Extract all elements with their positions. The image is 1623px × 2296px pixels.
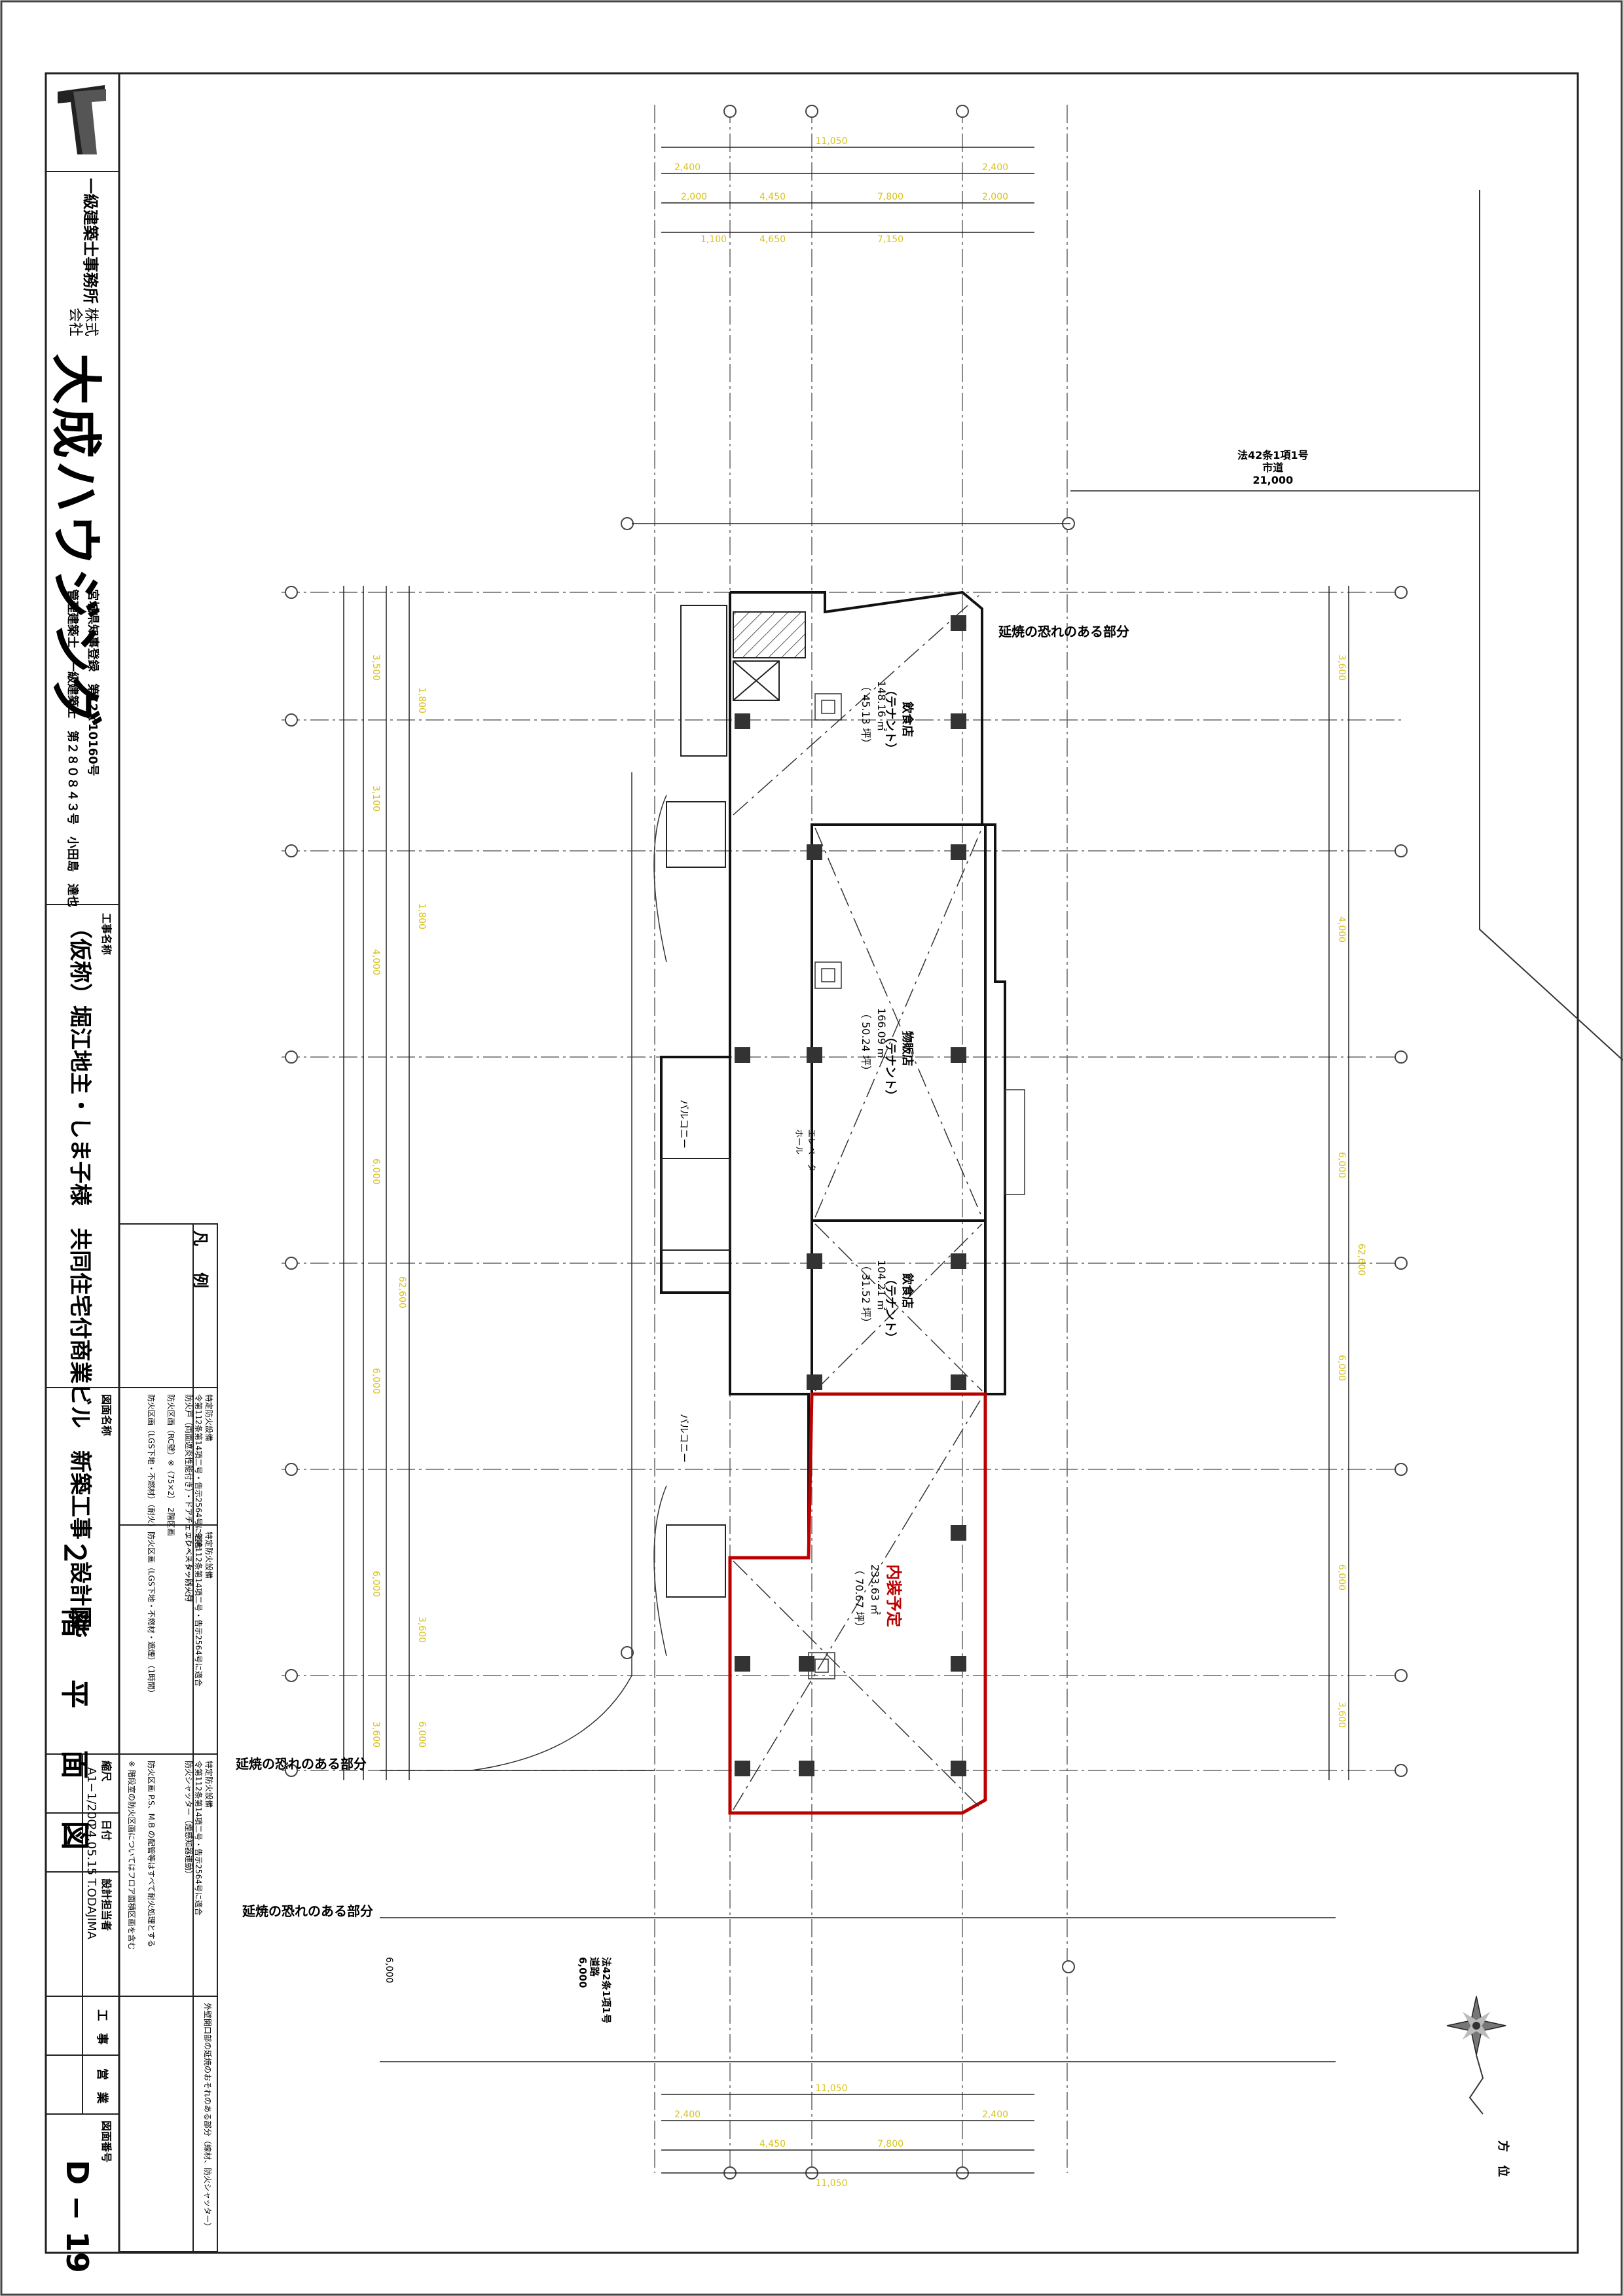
- firm-kind: 株式 会社: [66, 308, 99, 337]
- balcony-curves: [471, 772, 667, 1771]
- dim-left-overall: 62,600: [397, 1276, 407, 1308]
- axis-bubbles: [285, 105, 1408, 2179]
- dim-bottom-left: 2,400: [674, 2109, 701, 2120]
- planned-finish-area-outline: [728, 1392, 987, 1815]
- dim-bottom2-c: 7,800: [877, 2139, 903, 2149]
- dim-left-10: 6,000: [416, 1721, 427, 1748]
- dim-right-overall: 62,600: [1356, 1244, 1366, 1276]
- dim-right-0: 3,600: [1336, 655, 1347, 681]
- legend-note-2: 外壁開口部の延焼のおそれのある部分（線材、防火シャッター）: [203, 2003, 212, 2231]
- dim-right-2: 6,000: [1336, 1152, 1347, 1178]
- dim-left-8: 1,800: [416, 903, 427, 929]
- legend-row-6: 防火区画（LGS下地・不燃材・遮煙）（1時間）: [147, 1532, 156, 1698]
- right-dimension-labels: 3,600 4,000 6,000 6,000 6,000 3,600 62,6…: [1336, 655, 1366, 1728]
- legend-title: 凡 例: [191, 1230, 210, 1293]
- designer-value: T.ODAJIMA: [84, 1878, 98, 1940]
- canopy: [1004, 1089, 1025, 1195]
- fire-spread-label-left: 延焼の恐れのある部分: [235, 1756, 367, 1772]
- dim-right-1: 4,000: [1336, 916, 1347, 942]
- site-boundary: [1479, 190, 1623, 1061]
- dim-bottom-right: 2,400: [982, 2109, 1008, 2120]
- dim-6000-left: 6,000: [384, 1957, 394, 1983]
- road-label-left: 法42条1項1号 道路 6,000: [577, 1957, 612, 2024]
- dim-right-3: 6,000: [1336, 1355, 1347, 1381]
- dim-left-9: 3,600: [416, 1617, 427, 1643]
- drawing-label: 図面名称: [100, 1394, 113, 1437]
- designer-label: 設計担当者: [100, 1878, 113, 1931]
- firm-registration: 宮城県知事登録 第12ｘ10160号: [86, 589, 100, 776]
- dimension-lines: [343, 147, 1480, 2174]
- dim-top3-b: 4,650: [759, 234, 786, 245]
- dim-left-2: 4,000: [371, 949, 381, 975]
- stair-cores: [661, 605, 780, 1598]
- drawing-number: D − 19: [60, 2160, 95, 2273]
- project-name: （仮称）堀江地主・しま子様 共同住宅付商業ビル 新築工事 設計図: [67, 916, 93, 1628]
- legend-note-1: ※ 階段室の防火区画についてはフロア面積区画を含む: [127, 1761, 136, 1950]
- firm-manager: 管理建築士 一級建築士 第２８０８４３号 小田島 達也: [65, 589, 79, 907]
- dim-bottom-overall: 11,050: [816, 2083, 848, 2094]
- dim-left-0: 3,500: [371, 655, 381, 681]
- dim-bottom2-b: 4,450: [759, 2139, 786, 2149]
- dim-right-5: 3,600: [1336, 1702, 1347, 1728]
- dim-left-6: 3,600: [371, 1721, 381, 1748]
- scale-label: 縮尺: [100, 1761, 113, 1782]
- number-label: 図面番号: [100, 2121, 113, 2163]
- dimension-labels: 11,050 2,400 2,400 2,000 4,450 7,800 2,0…: [674, 136, 1008, 2189]
- legend-row-3: 防火区画（LGS下地・不燃材）（耐火）: [147, 1394, 156, 1532]
- title-block-grid: [46, 171, 218, 2252]
- left-dimension-labels: 3,500 3,100 4,000 6,000 6,000 6,000 3,60…: [371, 655, 427, 1748]
- legend-row-2: 防火区画（RC壁）※（75×2） 2階区画: [166, 1394, 175, 1536]
- balcony-label-top: バルコニー: [678, 1100, 690, 1149]
- tenant-diagonals: [733, 595, 983, 1810]
- date-label: 日付: [100, 1820, 113, 1841]
- dim-left-1: 3,100: [371, 785, 381, 812]
- elevator-hall-label: エレベーター ホール: [793, 1129, 816, 1181]
- dim-top2-b: 4,450: [759, 192, 786, 202]
- dim-top2-d: 2,000: [982, 192, 1008, 202]
- dim-left-7: 1,800: [416, 687, 427, 713]
- structural-columns: [735, 615, 966, 1776]
- tenant-4-name: 内装予定: [884, 1564, 903, 1627]
- dim-top2-a: 2,000: [681, 192, 707, 202]
- legend-row-7: 防火区画 P.S、M.B の配管等はすべて耐火処理とする: [147, 1761, 156, 1948]
- inner-border: [45, 72, 1579, 2254]
- road-label-top: 法42条1項1号 市道 21,000: [1237, 449, 1309, 487]
- dim-top-overall: 11,050: [816, 136, 848, 147]
- axis-grid-lines: [282, 105, 1401, 2173]
- dim-left-3: 6,000: [371, 1158, 381, 1185]
- fire-spread-label-top: 延焼の恐れのある部分: [998, 624, 1129, 639]
- legend-row-5: 特定防火設備 令第112条第14項二号・告示2564号に適合 防火シャッター（煙…: [183, 1761, 213, 1916]
- north-arrow: [1446, 1996, 1506, 2115]
- corner-stair-hatch: [733, 611, 806, 658]
- date-value: 24.05.15: [84, 1823, 98, 1876]
- construction-label: 工 事: [95, 2009, 109, 2045]
- equipment-boxes: [808, 693, 842, 1679]
- company-logo: [58, 85, 106, 154]
- north-label: 方位: [1496, 2140, 1510, 2190]
- dim-bottom3: 11,050: [816, 2178, 848, 2189]
- firm-type: 一級建築士事務所: [81, 178, 100, 304]
- floor-plan: 11,050 2,400 2,400 2,000 4,450 7,800 2,0…: [235, 105, 1623, 2189]
- dim-top-left: 2,400: [674, 162, 701, 173]
- legend-row-4: 特定防火設備 令第112条第14項二号・告示2564号に適合 エレベーター防火戸: [183, 1532, 213, 1687]
- building-outline: [660, 590, 1006, 1814]
- tenant-3-area: 104.21 ㎡ （ 31.52 坪）: [860, 1260, 888, 1328]
- tenant-2-area: 166.09 ㎡ （ 50.24 坪）: [860, 1008, 888, 1076]
- scale-value: A1−1/200: [84, 1767, 98, 1827]
- dim-top3-c: 7,150: [877, 234, 903, 245]
- dim-left-4: 6,000: [371, 1368, 381, 1394]
- project-label: 工事名称: [100, 913, 113, 956]
- tenant-1-area: 148.16 ㎡ （ 45.13 坪）: [860, 681, 888, 749]
- tenant-4-area: 233.63 ㎡ （ 70.67 坪）: [853, 1564, 881, 1632]
- sales-label: 営 業: [95, 2068, 109, 2104]
- dim-left-5: 6,000: [371, 1571, 381, 1597]
- balcony-label-bottom: バルコニー: [678, 1414, 690, 1463]
- fire-spread-label-bottom: 延焼の恐れのある部分: [242, 1903, 373, 1919]
- dim-top-right: 2,400: [982, 162, 1008, 173]
- dim-right-4: 6,000: [1336, 1564, 1347, 1590]
- dim-top2-c: 7,800: [877, 192, 903, 202]
- dim-top3-a: 1,100: [701, 234, 727, 245]
